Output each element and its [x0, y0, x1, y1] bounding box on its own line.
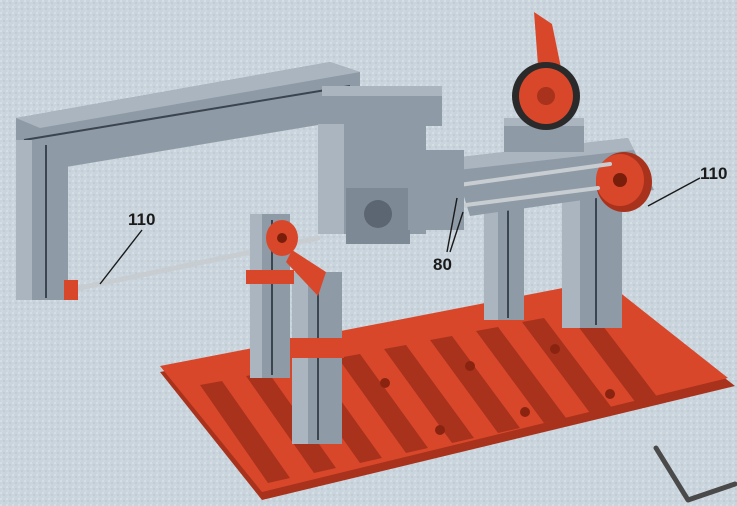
- pulley-wheel: [512, 12, 580, 130]
- label-right-axle-110: 110: [700, 164, 728, 183]
- allen-key-icon: [653, 445, 737, 503]
- gray-arch-frame: [16, 62, 464, 300]
- label-leader-lines: [99, 177, 701, 285]
- middle-axles: [450, 162, 612, 208]
- right-gear: [596, 152, 652, 212]
- label-left-axle-110: 110: [128, 210, 156, 229]
- center-gear: [266, 220, 326, 296]
- red-baseplate: [160, 280, 735, 500]
- label-middle-axles-80: 80: [433, 255, 452, 274]
